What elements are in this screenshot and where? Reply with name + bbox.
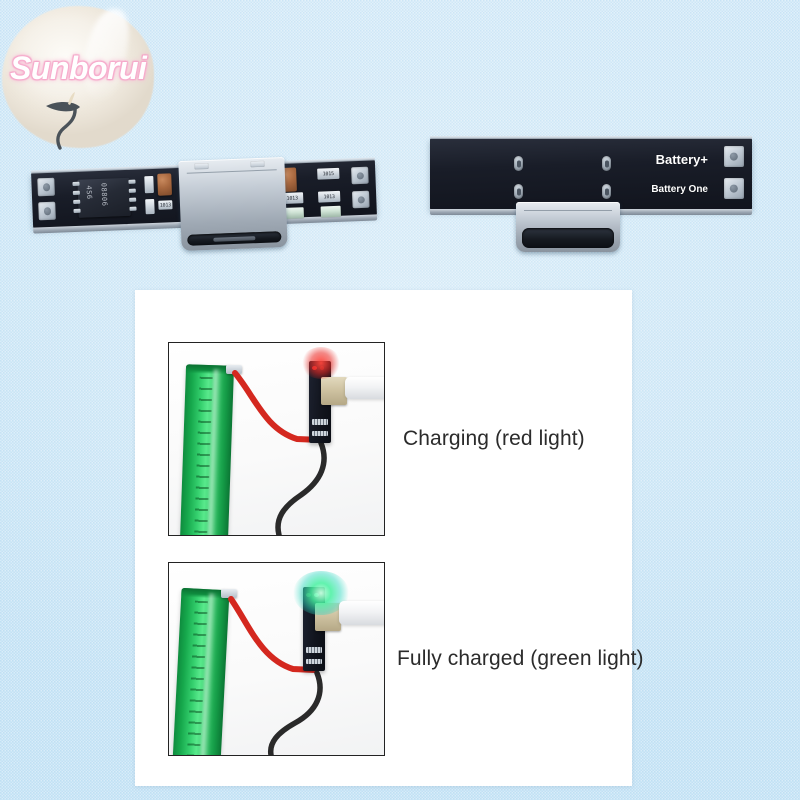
- board-back: Battery+ Battery One: [430, 134, 760, 254]
- usb-c-port-back: [516, 202, 620, 252]
- demo-photo-charging: [168, 342, 385, 536]
- solder-pad-negative: [38, 201, 56, 221]
- smd-capacitor: [144, 175, 154, 194]
- module-pin-header: [312, 431, 328, 436]
- watermark: Sunborui: [2, 5, 158, 156]
- usb-c-latch: [194, 162, 209, 170]
- caption-charging: Charging (red light): [403, 427, 585, 450]
- module-pin-header: [312, 419, 328, 425]
- smd-resistor: [145, 198, 155, 215]
- smd-resistor: 1013: [158, 200, 173, 210]
- battery-terminal-tab: [221, 589, 237, 598]
- via-hole: [602, 184, 611, 199]
- inductor: [157, 173, 173, 196]
- solder-pad-out-negative: [352, 190, 370, 209]
- via-hole: [602, 156, 611, 171]
- demo-photo-full: [168, 562, 385, 756]
- silkscreen-battery-negative: Battery One: [651, 184, 708, 195]
- ic-pin: [128, 188, 136, 193]
- ic-marking-line2: 08806: [99, 182, 109, 207]
- status-led-red: [283, 207, 305, 219]
- caption-full: Fully charged (green light): [397, 647, 644, 670]
- ic-pin: [72, 181, 80, 187]
- battery-pad-negative: [724, 178, 744, 199]
- demo-panel: Charging (red light): [135, 290, 644, 786]
- ic-pin: [73, 208, 81, 214]
- smd-resistor-label: 1013: [323, 193, 335, 200]
- ic-pin: [73, 199, 81, 205]
- battery-cell: [179, 364, 235, 535]
- usb-c-seam: [524, 210, 612, 211]
- smd-resistor: 1015: [317, 167, 340, 180]
- smd-resistor: 1013: [317, 190, 341, 203]
- via-hole: [514, 156, 523, 171]
- ic-marking-line1: 4S6: [84, 185, 94, 200]
- usb-c-seam: [187, 169, 277, 174]
- battery-cell: [172, 587, 230, 755]
- usb-cable: [345, 377, 384, 399]
- red-led-glow: [301, 347, 341, 379]
- board-front: 4S6 08806 1013 1015 1013: [28, 152, 378, 262]
- usb-c-opening: [522, 228, 614, 248]
- ic-pin: [72, 190, 80, 196]
- watermark-text: Sunborui: [10, 50, 147, 86]
- battery-terminal-tab: [226, 365, 242, 374]
- module-pin-header: [306, 647, 322, 653]
- usb-cable: [339, 601, 384, 625]
- ic-pin: [128, 179, 136, 184]
- status-led-green: [320, 205, 341, 218]
- battery-pad-positive: [724, 146, 744, 167]
- usb-c-latch: [250, 160, 265, 168]
- smd-resistor-label: 1013: [159, 201, 172, 209]
- charge-controller-ic: 4S6 08806: [77, 177, 131, 218]
- ic-pin: [129, 206, 137, 211]
- smd-resistor-label: 1015: [322, 170, 335, 177]
- board-back-top-edge: [430, 136, 752, 139]
- usb-c-port-front: [178, 156, 288, 252]
- module-pin-header: [306, 659, 322, 664]
- solder-pad-positive: [37, 177, 55, 197]
- board-back-pcb: Battery+ Battery One: [430, 136, 752, 215]
- module-usb-c-port: [321, 377, 347, 405]
- silkscreen-battery-positive: Battery+: [655, 152, 708, 167]
- watermark-hook-icon: [46, 92, 80, 150]
- via-hole: [514, 184, 523, 199]
- ic-pin: [129, 197, 137, 202]
- solder-pad-out-positive: [351, 166, 369, 185]
